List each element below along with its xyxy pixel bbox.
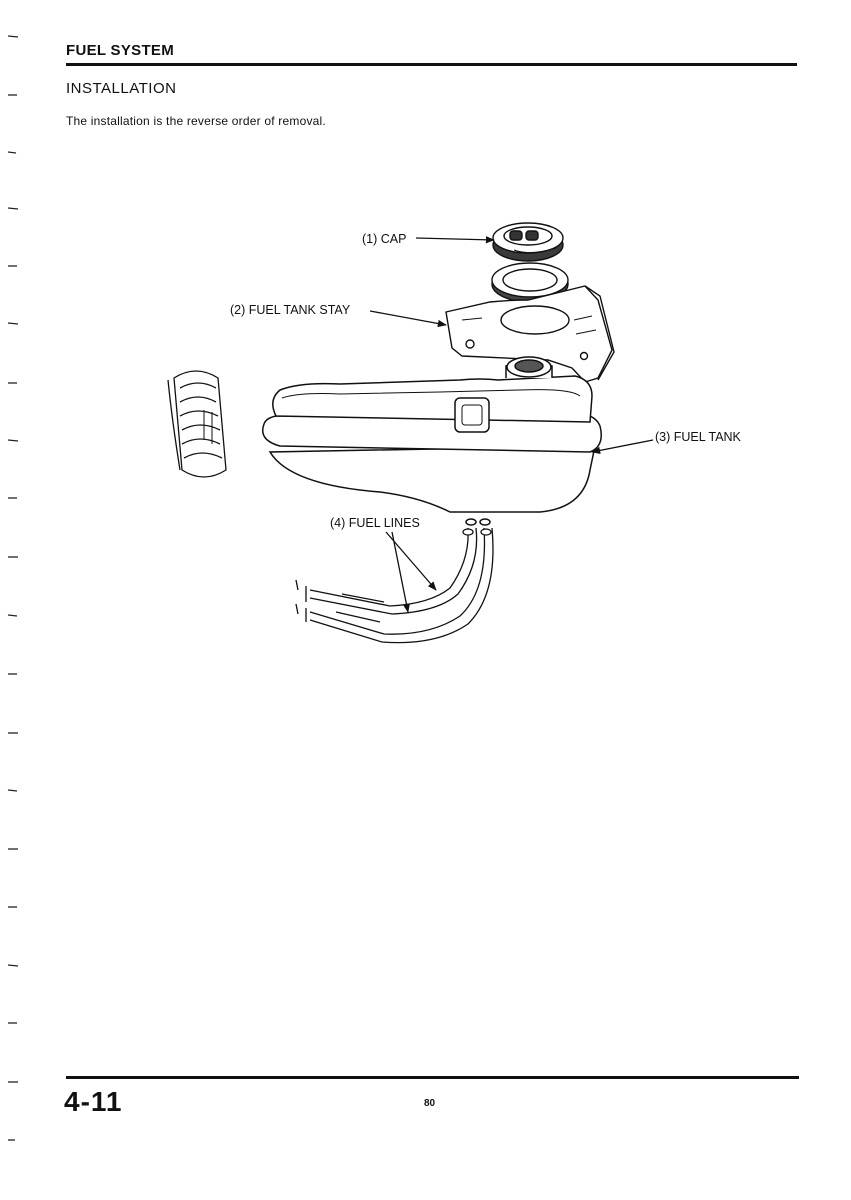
installation-text: The installation is the reverse order of… xyxy=(66,114,326,128)
page-number: 4-11 xyxy=(64,1086,123,1117)
installation-heading: INSTALLATION xyxy=(66,80,177,97)
gasket-part xyxy=(491,262,569,303)
fuel-tank-label: (3) FUEL TANK xyxy=(655,430,742,444)
fuel-lines-label: (4) FUEL LINES xyxy=(330,516,420,530)
sheet-number: 80 xyxy=(424,1098,436,1109)
fuel-tank-stay-part xyxy=(445,285,615,383)
fuel-tank-stay-label: (2) FUEL TANK STAY xyxy=(230,303,351,317)
binding-tick-marks xyxy=(7,35,19,1141)
section-title: FUEL SYSTEM xyxy=(66,42,175,59)
footer-rule xyxy=(66,1076,799,1079)
cap-label: (1) CAP xyxy=(362,232,406,246)
strainer-part xyxy=(167,370,227,478)
cap-part xyxy=(492,222,564,262)
header-rule xyxy=(66,63,797,66)
fuel-tank-part xyxy=(262,356,602,526)
